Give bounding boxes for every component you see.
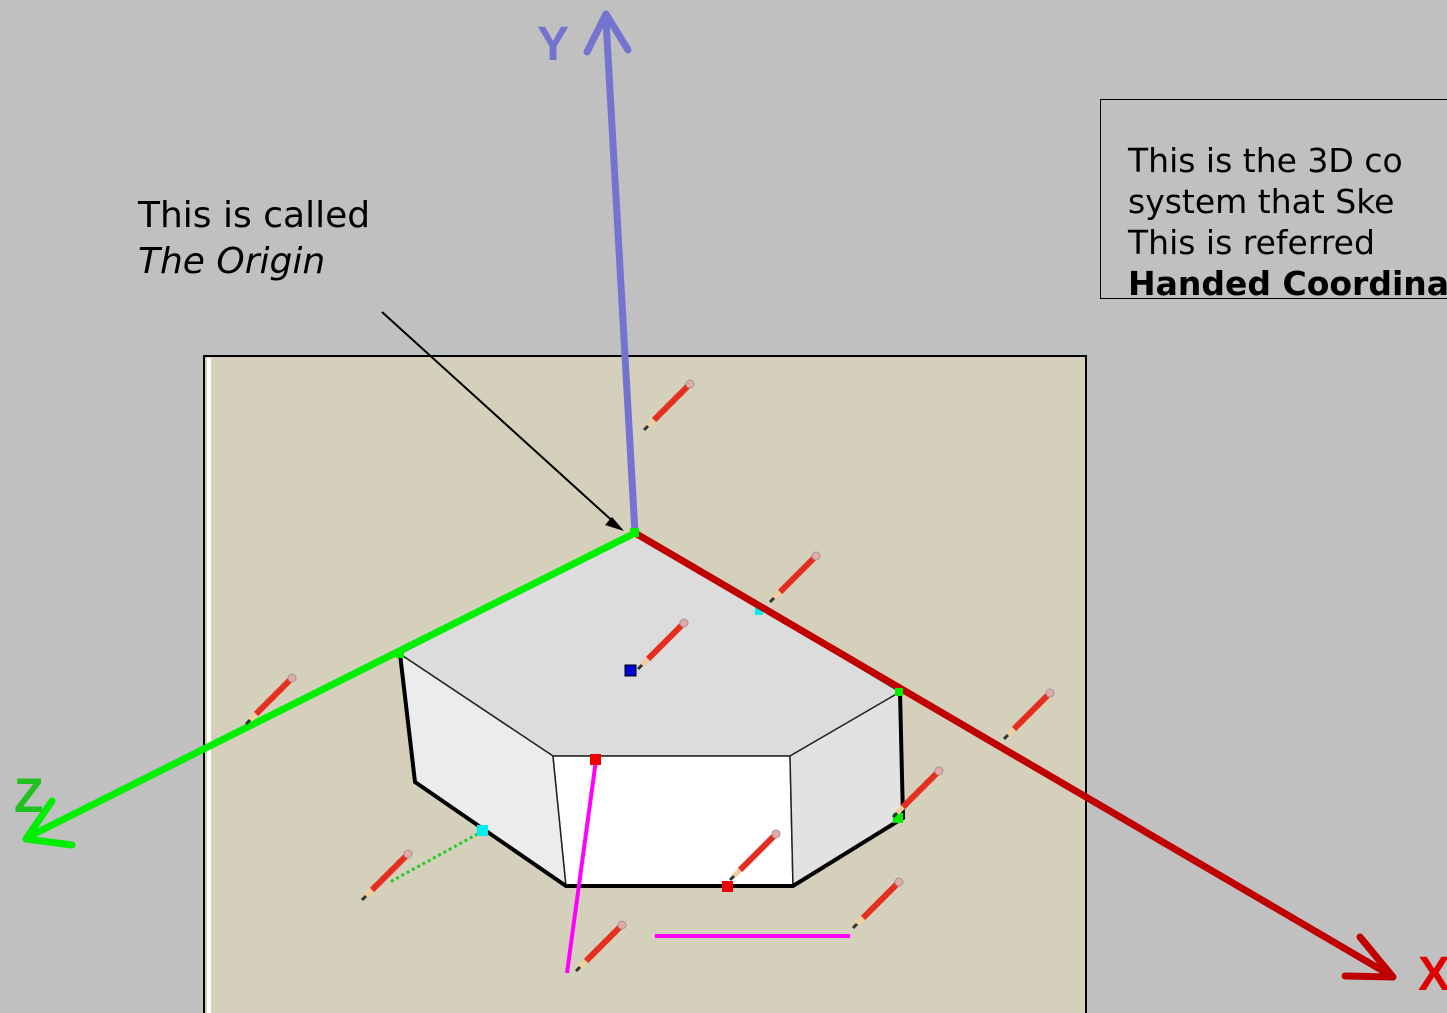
hexagonal-block: [398, 532, 906, 888]
y-axis-arrowhead: [583, 10, 632, 56]
inference-point-icon: [893, 813, 903, 823]
inference-point-icon: [396, 650, 404, 658]
inference-point-icon: [477, 825, 488, 836]
origin-callout: This is called The Origin: [138, 193, 370, 285]
z-axis-label: Z: [14, 770, 43, 823]
info-line2: system that Ske: [1128, 182, 1395, 221]
origin-point: [630, 528, 639, 537]
z-axis: [22, 529, 639, 849]
y-axis: [583, 10, 639, 537]
origin-callout-arrow: [381, 311, 624, 531]
z-axis-arrowhead: [22, 797, 76, 849]
inference-point-icon: [624, 664, 637, 677]
x-axis-label: X: [1418, 948, 1447, 1001]
inference-point-icon: [722, 881, 733, 892]
inference-point-icon: [590, 754, 601, 765]
inference-point-icon: [895, 688, 903, 696]
info-line4: Handed Coordina: [1128, 264, 1447, 303]
info-line3: This is referred: [1128, 223, 1375, 262]
x-axis-arrowhead: [1341, 933, 1397, 981]
inference-point-icon: [755, 607, 763, 615]
y-axis-label: Y: [537, 18, 569, 71]
info-line1: This is the 3D co: [1128, 141, 1403, 180]
guide-line-vertical: [565, 759, 598, 974]
coordinate-system-info-box: This is the 3D co system that Ske This i…: [1100, 99, 1447, 303]
origin-callout-line1: This is called: [138, 195, 371, 236]
origin-callout-line2: The Origin: [138, 241, 326, 282]
x-axis: [631, 529, 1397, 981]
block-bottom-outline: [398, 653, 906, 888]
